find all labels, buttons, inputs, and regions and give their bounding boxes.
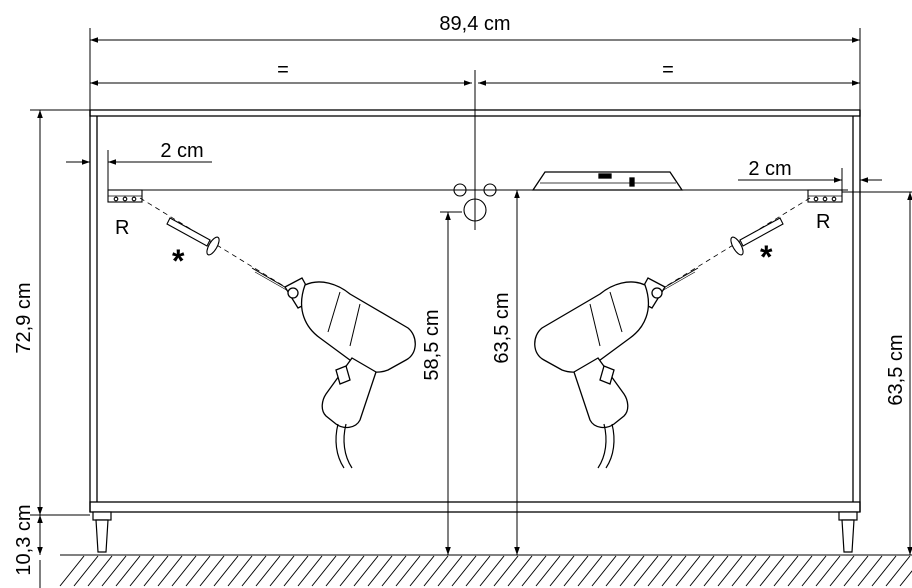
leg-height-label: 10,3 cm [13,504,35,575]
dimension-offset-right: 2 cm [738,158,882,192]
offset-left-label: 2 cm [160,140,203,162]
dimension-leg-height: 10,3 cm [13,504,43,588]
cabinet-leg-right [838,511,858,553]
power-drill-icon-right [534,267,699,469]
dimension-center-height: 58,5 cm [421,211,462,555]
total-height-label: 72,9 cm [13,282,35,353]
wall-plug-icon-left [139,197,301,297]
floor-hatch [59,555,912,587]
dimension-halves: = = [90,59,860,230]
anchor-right-label: * [760,239,773,275]
wall-plug-icon-right [649,197,811,297]
hanging-rail-icon-right [807,189,843,203]
mark-height-center-label: 63,5 cm [491,292,513,363]
power-drill-icon-left [251,267,416,469]
dimension-offset-left: 2 cm [66,140,212,190]
center-height-label: 58,5 cm [421,309,443,380]
drill-hole-markers [453,183,497,222]
hanging-rail-icon-left [107,189,143,203]
spirit-level-icon [531,171,684,191]
overall-width-label: 89,4 cm [439,13,510,35]
cabinet-leg-left [92,511,112,553]
half-left-label: = [277,59,289,81]
dimension-overall-width: 89,4 cm [89,13,861,110]
anchor-left-label: * [172,243,185,279]
offset-right-label: 2 cm [748,158,791,180]
rail-left-label: R [115,217,129,239]
rail-right-label: R [816,211,830,233]
dimension-total-height: 72,9 cm [13,109,90,516]
dimension-mark-height-right: 63,5 cm [842,191,912,556]
half-right-label: = [662,59,674,81]
mark-height-right-label: 63,5 cm [885,334,907,405]
dimension-mark-height-center: 63,5 cm [491,190,520,555]
